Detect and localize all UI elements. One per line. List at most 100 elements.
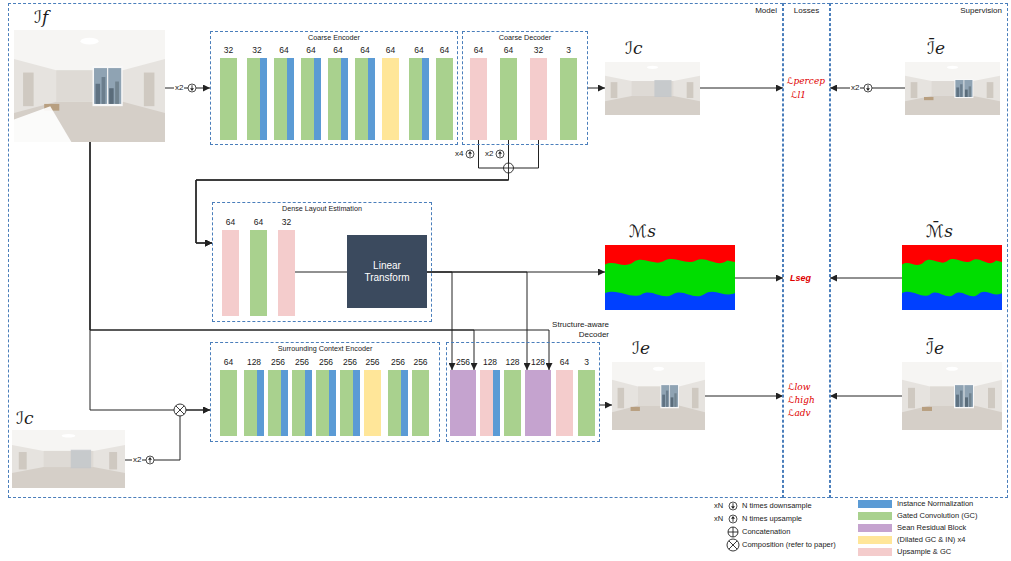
- image-symbol: ℐc: [16, 408, 34, 428]
- layer-block: 256: [412, 370, 429, 436]
- data-flow-arrow: [830, 396, 902, 397]
- channel-number: 32: [282, 217, 291, 228]
- layer-block: 128: [525, 370, 551, 436]
- channel-number: 256: [413, 357, 427, 368]
- target-layout-map: [902, 245, 1002, 310]
- channel-number: 256: [271, 357, 285, 368]
- module-title: Coarse Encoder: [211, 33, 457, 43]
- layer-block: 3: [578, 370, 595, 436]
- layer-block: 128: [504, 370, 521, 436]
- composition-symbol: [727, 539, 739, 551]
- region-title: Model: [755, 6, 777, 16]
- channel-number: 32: [252, 45, 261, 56]
- scale-factor: x2: [850, 83, 860, 93]
- module-title: Dense Layout Estimation: [213, 204, 431, 214]
- channel-number: 64: [333, 45, 342, 56]
- data-flow-arrow: [700, 88, 783, 89]
- data-flow-arrow: [196, 140, 509, 243]
- channel-number: 64: [360, 45, 369, 56]
- channel-number: 128: [531, 357, 545, 368]
- data-flow-arrow: [295, 272, 347, 273]
- module-group: Dense Layout Estimation646432Linear Tran…: [212, 202, 432, 322]
- image-panel: ℐ̄e: [902, 362, 1002, 430]
- scale-factor: x4: [454, 149, 464, 159]
- data-flow-arrow: [600, 405, 612, 406]
- layer-block: 32: [220, 58, 237, 140]
- target-panorama: [902, 362, 1002, 430]
- image-symbol: ℐ̄e: [927, 38, 945, 58]
- layer-block: 64: [355, 58, 375, 140]
- layer-block: 3: [560, 58, 577, 140]
- data-flow-arrow: [427, 272, 527, 370]
- transform-box: Linear Transform: [347, 235, 427, 308]
- upsample-icon: [466, 150, 474, 158]
- scale-factor: x2: [174, 83, 184, 93]
- layer-block: 256: [388, 370, 408, 436]
- data-flow-arrow: [830, 278, 902, 279]
- layer-block: 64: [220, 370, 237, 436]
- concatenation-symbol: [504, 163, 514, 173]
- module-group: Surrounding Context Encoder6412825625625…: [210, 342, 440, 442]
- legend-swatch: [858, 524, 892, 532]
- layer-block: 64: [301, 58, 321, 140]
- layer-block: 32: [278, 230, 295, 316]
- legend-text: Concatenation: [742, 526, 790, 537]
- channel-number: 256: [391, 357, 405, 368]
- image-panel: ℳ̄s: [902, 245, 1002, 310]
- data-flow-arrow: [196, 140, 539, 243]
- data-flow-arrow: [588, 88, 605, 89]
- layer-block: 256: [364, 370, 381, 436]
- input-panorama: [14, 30, 165, 142]
- legend-text: N times downsample: [742, 500, 812, 511]
- layer-block: 64: [328, 58, 348, 140]
- upsample-icon: [496, 150, 504, 158]
- layer-block: 64: [222, 230, 239, 316]
- image-panel: ℐe: [612, 362, 705, 430]
- downsample-icon: [864, 84, 872, 92]
- region-title: Supervision: [960, 6, 1002, 16]
- channel-number: 3: [584, 357, 589, 368]
- module-title: Structure-aware Decoder: [539, 320, 609, 340]
- scale-factor: x2: [132, 455, 142, 465]
- layer-block: 256: [316, 370, 336, 436]
- legend-symbol-text: xN: [714, 513, 723, 524]
- layer-block: 256: [340, 370, 360, 436]
- channel-number: 64: [386, 45, 395, 56]
- concatenation-symbol: [728, 527, 738, 537]
- layer-block: 64: [556, 370, 573, 436]
- channel-number: 64: [254, 217, 263, 228]
- data-flow-arrow: [90, 142, 210, 410]
- image-symbol: ℳ̄s: [926, 221, 953, 241]
- module-title: Coarse Decoder: [463, 33, 587, 43]
- loss-term: ℒpercep: [787, 76, 825, 87]
- channel-number: 3: [566, 45, 571, 56]
- legend-swatch: [858, 512, 892, 520]
- loss-term: ℒhigh: [788, 395, 815, 406]
- target-panorama: [905, 62, 1000, 115]
- upsample-icon: [729, 515, 737, 523]
- legend-swatch: [858, 548, 892, 556]
- data-flow-arrow: [90, 142, 474, 370]
- region-title: Losses: [784, 6, 829, 16]
- channel-number: 64: [414, 45, 423, 56]
- coarse-panorama: [12, 430, 125, 488]
- loss-term: ℒadv: [788, 408, 811, 419]
- legend-text: (Dilated GC & IN) x4: [897, 534, 965, 545]
- legend-symbol-text: xN: [714, 500, 723, 511]
- channel-number: 64: [224, 357, 233, 368]
- output-panorama: [612, 362, 705, 430]
- layer-block: 32: [247, 58, 267, 140]
- channel-number: 128: [247, 357, 261, 368]
- channel-number: 256: [295, 357, 309, 368]
- legend-swatch: [858, 536, 892, 544]
- layer-block: 128: [480, 370, 500, 436]
- module-group: Structure-aware Decoder256128128128643: [446, 342, 600, 442]
- module-group: Coarse Decoder6464323: [462, 31, 588, 145]
- downsample-icon: [188, 84, 196, 92]
- channel-number: 256: [365, 357, 379, 368]
- channel-number: 64: [306, 45, 315, 56]
- layer-block: 256: [268, 370, 288, 436]
- channel-number: 64: [226, 217, 235, 228]
